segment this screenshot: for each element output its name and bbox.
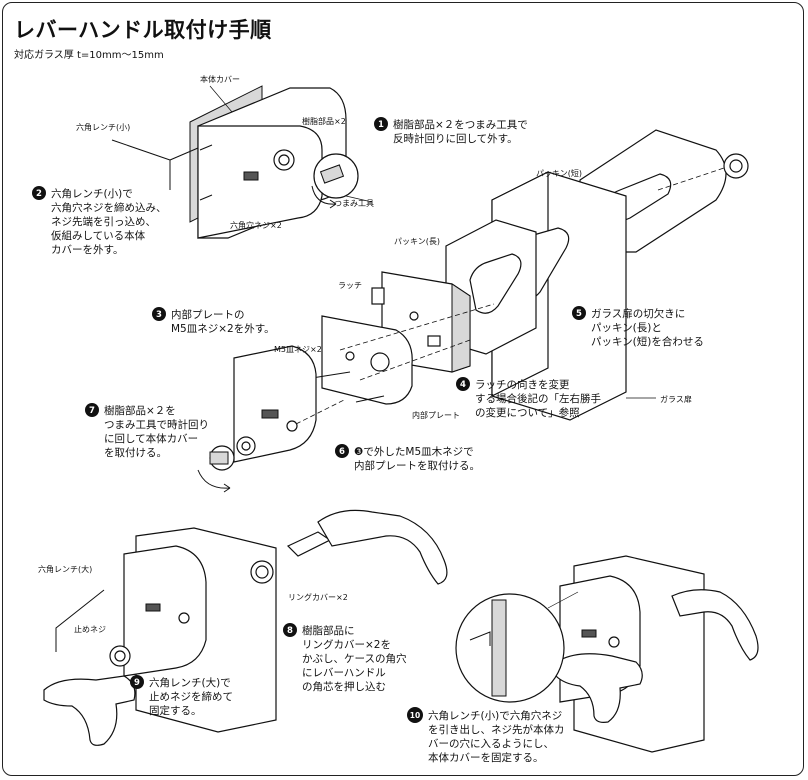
step-4-number: 4 (460, 380, 466, 390)
step-2-line-3: ネジ先端を引っ込め、 (51, 215, 156, 228)
step-7-line-4: を取付ける。 (104, 446, 167, 459)
label-ring-cover: リングカバー×2 (288, 592, 348, 602)
step-6-line-2: 内部プレートを取付ける。 (354, 459, 480, 472)
step-5: 5 ガラス扉の切欠きに パッキン(長)と パッキン(短)を合わせる (572, 306, 704, 348)
step-4-line-1: ラッチの向きを変更 (475, 378, 570, 391)
zoom-detail-illustration (455, 591, 579, 703)
label-glass-door: ガラス扉 (660, 394, 692, 404)
step-3: 3 内部プレートの M5皿ネジ×2を外す。 (152, 307, 275, 335)
step-3-number: 3 (156, 310, 162, 320)
resin-parts-lower-illustration (197, 436, 256, 493)
step-2-number: 2 (36, 189, 42, 199)
step-4-line-3: の変更について」参照 (475, 406, 580, 419)
step-1-line-1: 樹脂部品×２をつまみ工具で (393, 118, 528, 131)
step-8-line-1: 樹脂部品に (302, 624, 355, 637)
label-packing-short: パッキン(短) (536, 168, 582, 178)
step-6-number: 6 (339, 447, 345, 457)
step-8: 8 樹脂部品に リングカバー×2を かぶし、ケースの角穴 にレバーハンドル の角… (283, 623, 407, 693)
step-9-line-1: 六角レンチ(大)で (149, 676, 231, 689)
label-packing-long: パッキン(長) (394, 237, 440, 246)
label-knob-tool: つまみ工具 (334, 199, 374, 208)
step-8-line-2: リングカバー×2を (302, 638, 391, 651)
lever-handle-top-illustration (286, 509, 448, 585)
lever-handle-left-illustration (43, 675, 136, 746)
step-7-number: 7 (89, 406, 95, 416)
step-8-line-3: かぶし、ケースの角穴 (302, 652, 407, 665)
knob-tool-illustration (311, 153, 373, 209)
step-5-line-2: パッキン(長)と (591, 322, 662, 334)
label-latch: ラッチ (338, 281, 362, 290)
step-1-number: 1 (378, 120, 384, 130)
hex-wrench-large-illustration (55, 589, 105, 652)
step-2-line-4: 仮組みしている本体 (51, 229, 146, 242)
step-7-line-3: に回して本体カバー (104, 432, 198, 445)
step-5-number: 5 (576, 309, 582, 319)
step-10: 10 六角レンチ(小)で六角穴ネジ を引き出し、ネジ先が本体カ バーの穴に入るよ… (407, 707, 565, 764)
label-m5-screw: M5皿ネジ×2 (274, 345, 322, 354)
step-10-number: 10 (410, 711, 420, 720)
step-5-line-1: ガラス扉の切欠きに (591, 307, 685, 320)
step-10-line-2: を引き出し、ネジ先が本体カ (428, 723, 565, 736)
step-6: 6 ❸で外したM5皿木ネジで 内部プレートを取付ける。 (335, 444, 480, 472)
body-cover-lower-illustration (233, 345, 317, 463)
label-hon-cover: 本体カバー (200, 74, 240, 84)
step-2-line-1: 六角レンチ(小)で (51, 188, 133, 200)
step-5-line-3: パッキン(短)を合わせる (591, 335, 704, 348)
step-2-line-2: 六角穴ネジを締め込み、 (51, 201, 167, 214)
ring-cover-illustration (250, 560, 274, 584)
step-2: 2 六角レンチ(小)で 六角穴ネジを締め込み、 ネジ先端を引っ込め、 仮組みして… (32, 186, 167, 256)
step-1-line-2: 反時計回りに回して外す。 (393, 132, 518, 145)
step-3-line-1: 内部プレートの (171, 308, 245, 321)
label-hex-screw: 六角穴ネジ×2 (230, 220, 282, 230)
step-8-number: 8 (287, 626, 293, 636)
label-hex-small: 六角レンチ(小) (76, 122, 130, 132)
nut-illustration (657, 153, 749, 191)
step-7-line-2: つまみ工具で時計回り (104, 418, 209, 431)
step-10-line-1: 六角レンチ(小)で六角穴ネジ (428, 709, 562, 722)
label-hex-large: 六角レンチ(大) (38, 564, 92, 574)
step-9: 9 六角レンチ(大)で 止めネジを締めて 固定する。 (130, 675, 233, 717)
page-subtitle: 対応ガラス厚 t=10mm～15mm (14, 50, 164, 61)
bottom-assembly-illustration (109, 527, 277, 733)
hex-wrench-small-illustration (111, 139, 199, 190)
step-6-line-1: ❸で外したM5皿木ネジで (354, 446, 474, 458)
step-9-line-2: 止めネジを締めて (149, 690, 233, 703)
step-10-line-4: 本体カバーを固定する。 (428, 751, 544, 764)
step-7-line-1: 樹脂部品×２を (104, 404, 176, 417)
label-set-screw: 止めネジ (74, 624, 106, 634)
step-8-line-4: にレバーハンドル (302, 667, 386, 679)
step-4-line-2: する場合後記の「左右勝手 (475, 392, 601, 405)
step-3-line-2: M5皿ネジ×2を外す。 (171, 323, 275, 335)
step-7: 7 樹脂部品×２を つまみ工具で時計回り に回して本体カバー を取付ける。 (85, 403, 209, 459)
label-inner-plate: 内部プレート (412, 410, 460, 420)
step-9-number: 9 (134, 678, 140, 688)
step-4: 4 ラッチの向きを変更 する場合後記の「左右勝手 の変更について」参照 (456, 377, 601, 419)
step-8-line-5: の角芯を押し込む (302, 680, 386, 693)
step-1: 1 樹脂部品×２をつまみ工具で 反時計回りに回して外す。 (374, 117, 528, 145)
final-assembly-illustration (555, 555, 759, 753)
step-2-line-5: カバーを外す。 (51, 244, 123, 256)
inner-plate-illustration (311, 315, 413, 405)
label-resin-parts: 樹脂部品×2 (302, 116, 346, 126)
step-9-line-3: 固定する。 (149, 704, 202, 717)
step-10-line-3: バーの穴に入るようにし、 (428, 737, 554, 750)
page-title: レバーハンドル取付け手順 (14, 18, 272, 42)
